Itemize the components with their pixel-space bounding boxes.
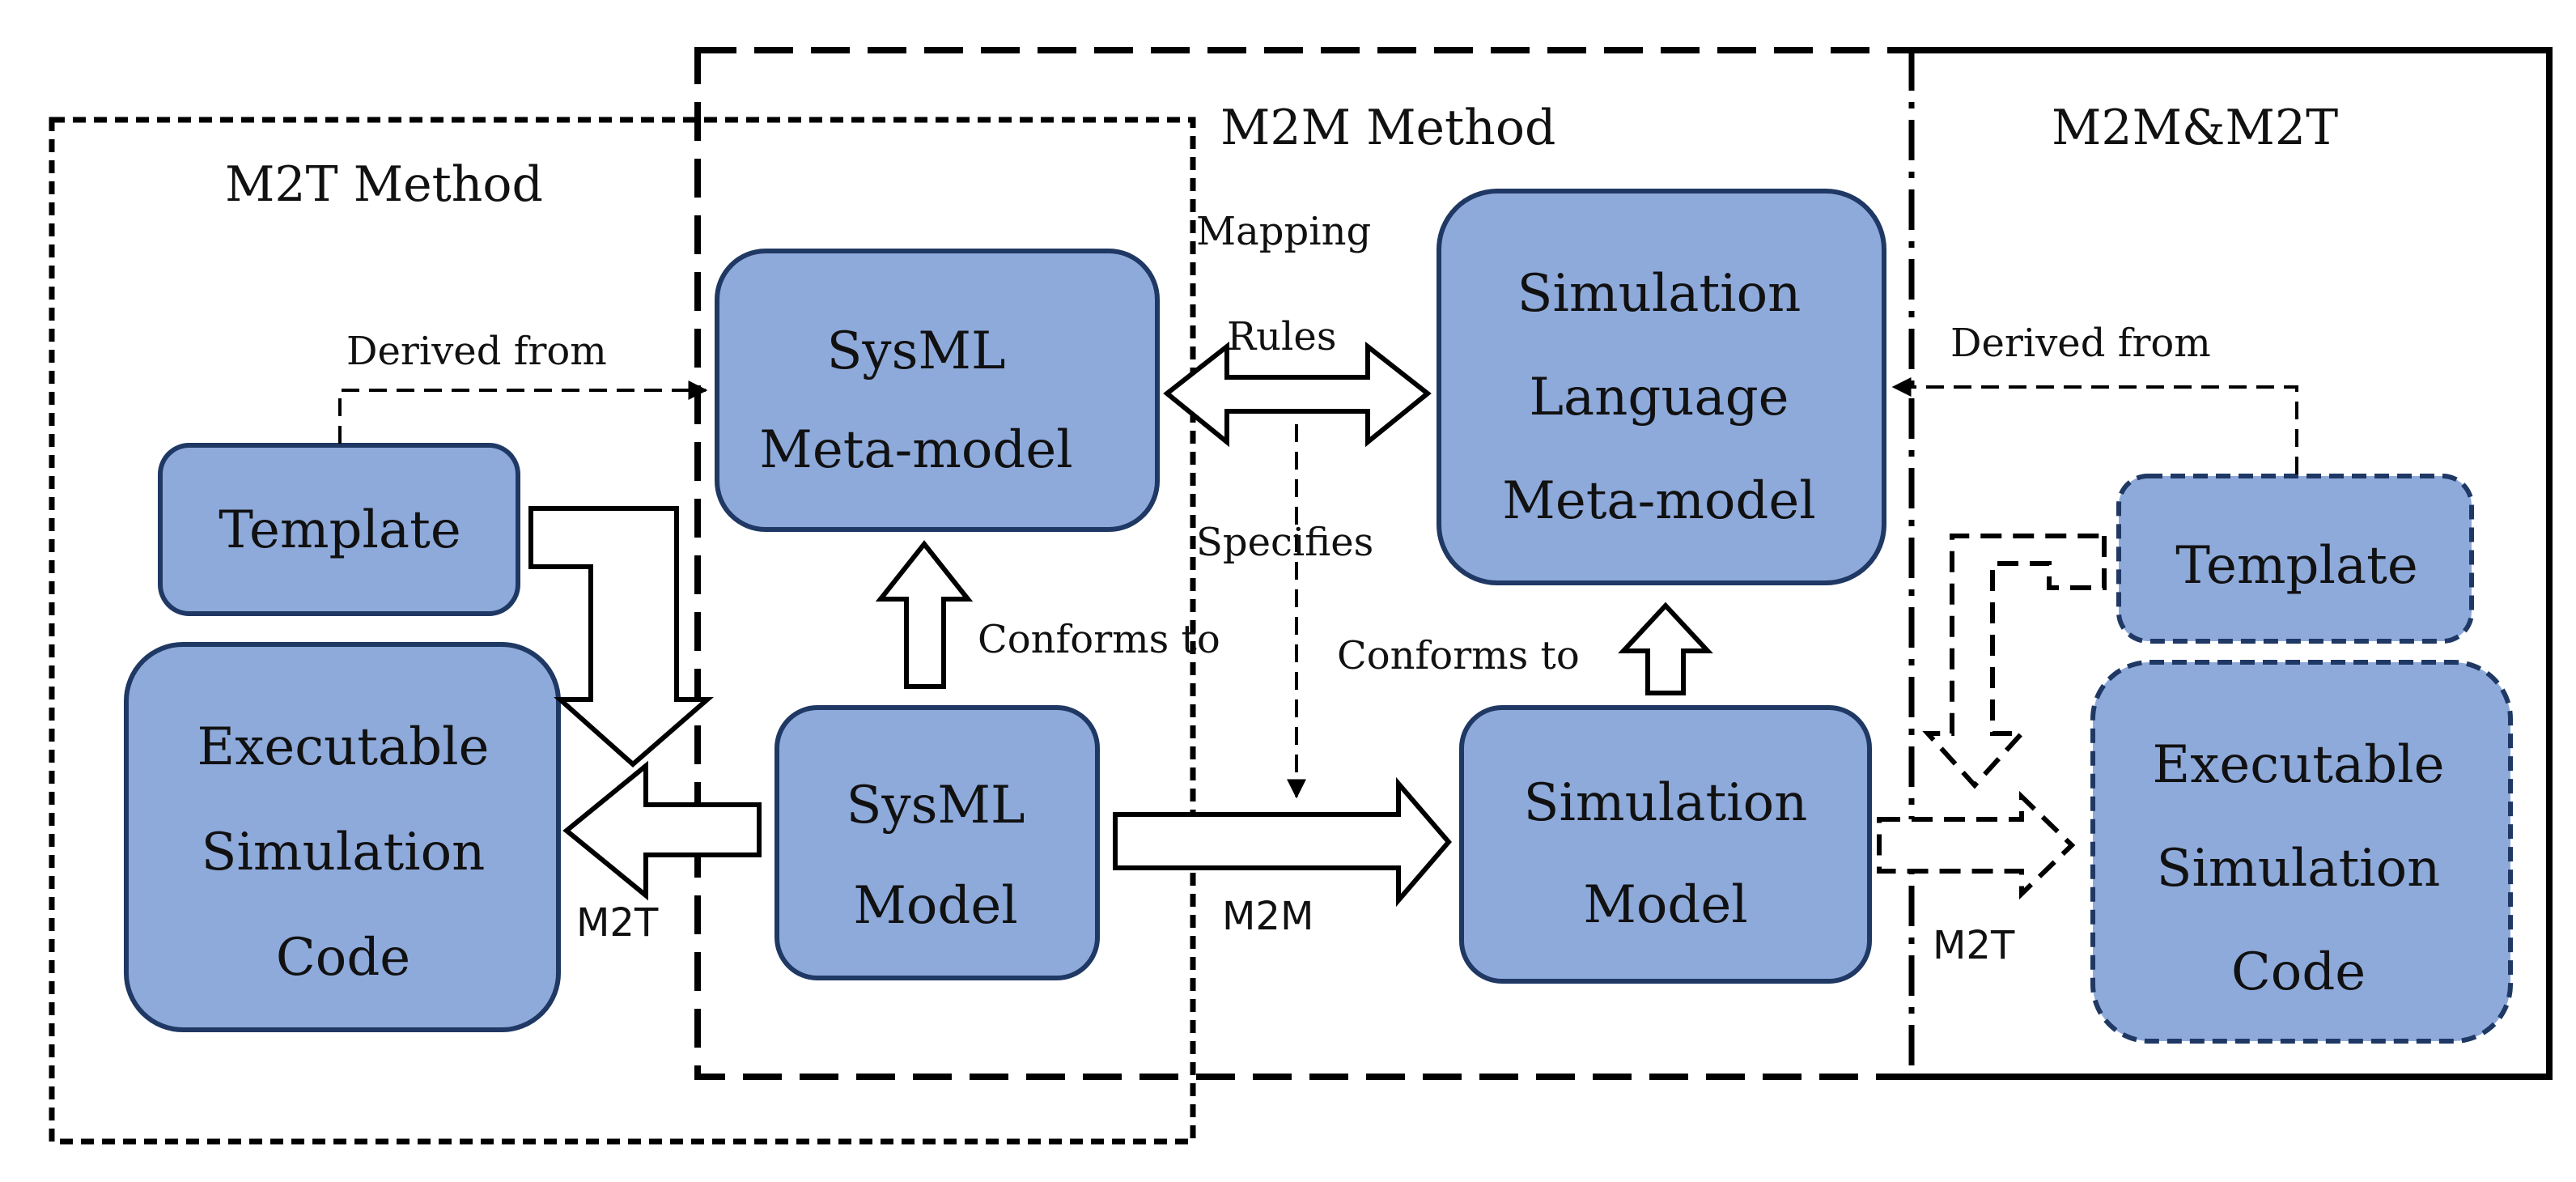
conforms-to-right-label: Conforms to	[1337, 633, 1580, 678]
mapping-rules-double-arrow	[1163, 341, 1432, 448]
m2t-right-dashed-arrow	[1877, 790, 2076, 900]
m2t-region-title: M2T Method	[225, 156, 543, 213]
node-label-line: Template	[2175, 536, 2417, 596]
template-to-code-right-dashed-arrow	[1922, 534, 2107, 789]
m2m-m2t-region-frame	[1912, 47, 2553, 1080]
m2t-left-arrow	[562, 760, 762, 901]
m2m-region-frame	[694, 47, 2553, 1080]
conforms-to-right-arrow	[1618, 602, 1713, 695]
node-label-line: Code	[276, 928, 410, 988]
template-to-code-bent-arrow	[528, 506, 715, 767]
sysml-metamodel-node: SysML Meta-model	[715, 249, 1160, 532]
node-label-line: Executable	[197, 717, 490, 777]
conforms-to-left-label: Conforms to	[978, 617, 1220, 662]
node-label-line: SysML	[847, 776, 1025, 835]
m2m-arrow	[1113, 776, 1452, 908]
m2m-label: M2M	[1222, 894, 1313, 939]
derived-from-right-connector	[1891, 377, 2298, 474]
rules-label: Rules	[1227, 314, 1336, 359]
node-label-line: Simulation	[1517, 264, 1802, 324]
m2m-region-title: M2M Method	[1220, 100, 1555, 156]
node-label-line: Meta-model	[759, 420, 1072, 480]
node-label-line: Executable	[2153, 735, 2445, 795]
node-label-line: Model	[1583, 875, 1747, 935]
node-label-line: Code	[2231, 942, 2366, 1002]
node-label-line: Simulation	[2157, 839, 2441, 899]
node-label-line: Language	[1529, 368, 1789, 427]
m2t-region-frame	[49, 117, 1196, 1145]
m2m-m2t-region-title: M2M&M2T	[2052, 100, 2338, 156]
m2t-right-label: M2T	[1933, 923, 2015, 968]
sysml-model-node: SysML Model	[774, 705, 1100, 980]
node-label-line: Template	[219, 500, 460, 560]
conforms-to-left-arrow	[875, 540, 974, 689]
node-label-line: SysML	[827, 321, 1006, 381]
specifies-label: Specifies	[1196, 520, 1373, 565]
node-label-line: Simulation	[202, 823, 486, 882]
mapping-label: Mapping	[1196, 209, 1371, 254]
derived-from-right-label: Derived from	[1950, 321, 2211, 366]
m2t-left-label: M2T	[576, 900, 659, 946]
template-right-node: Template	[2116, 474, 2474, 644]
node-label-line: Simulation	[1524, 773, 1808, 833]
derived-from-left-label: Derived from	[346, 329, 607, 374]
template-left-node: Template	[158, 443, 520, 616]
node-label-line: Meta-model	[1502, 471, 1815, 531]
node-label-line: Model	[853, 876, 1017, 936]
derived-from-left-connector	[338, 381, 708, 444]
